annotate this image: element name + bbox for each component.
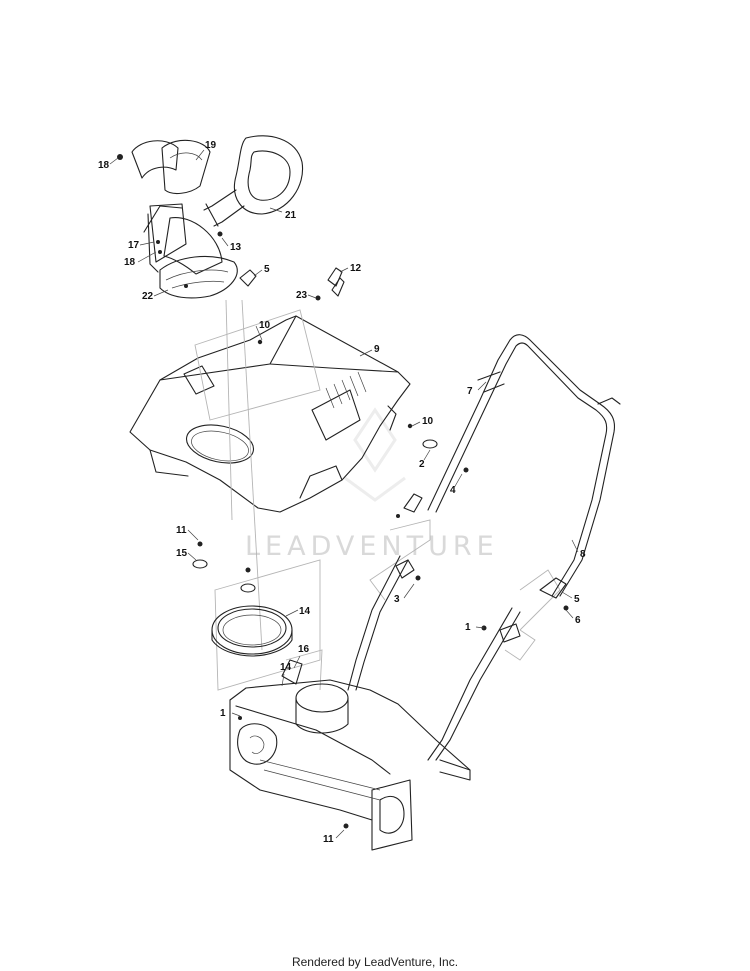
callout-18b: 18 <box>124 257 136 268</box>
callout-7: 7 <box>467 386 473 397</box>
callout-3: 3 <box>394 594 400 605</box>
watermark-logo <box>344 407 406 502</box>
chute-clip <box>315 267 345 301</box>
upper-handle <box>427 334 621 597</box>
callout-18a: 17 <box>128 240 140 251</box>
callout-17: 15 <box>176 548 188 559</box>
chute-ring <box>211 605 293 657</box>
chute-bolts <box>117 154 257 288</box>
callout-21: 21 <box>285 210 297 221</box>
callout-14-text: 14 <box>280 662 292 673</box>
callout-8: 8 <box>580 549 586 560</box>
callout-6: 6 <box>575 615 581 626</box>
auger-housing <box>229 659 471 851</box>
callout-5b: 5 <box>574 594 580 605</box>
callout-11a: 11 <box>176 525 187 536</box>
footer-credit: Rendered by LeadVenture, Inc. <box>291 955 459 969</box>
callout-2: 2 <box>419 459 425 470</box>
callout-1b: 1 <box>220 708 226 719</box>
callout-10b: 10 <box>422 416 434 427</box>
callout-20: 19 <box>205 140 217 151</box>
callout-23: 23 <box>296 290 308 301</box>
washers <box>192 541 256 593</box>
callout-19: 18 <box>98 160 110 171</box>
leader-lines <box>194 299 561 691</box>
callout-9: 9 <box>374 344 380 355</box>
callout-leaders <box>109 149 579 839</box>
callout-5a: 5 <box>264 264 270 275</box>
callout-labels: 19 18 21 13 17 18 5 22 12 23 10 9 7 10 2… <box>98 140 586 845</box>
callout-22: 22 <box>142 291 154 302</box>
chute-handle <box>203 135 304 227</box>
lower-handle <box>347 555 521 761</box>
shroud <box>129 315 413 513</box>
callout-13: 13 <box>230 242 242 253</box>
callout-4: 4 <box>450 485 456 496</box>
callout-16: 16 <box>298 644 310 655</box>
callout-12: 12 <box>350 263 362 274</box>
chute-deflector <box>131 139 211 195</box>
callout-10a: 10 <box>259 320 271 331</box>
watermark-text: LEADVENTURE <box>245 531 499 562</box>
callout-1a: 1 <box>465 622 471 633</box>
chute-body <box>143 203 238 299</box>
callout-11b: 11 <box>323 834 334 845</box>
callout-15: 14 <box>299 606 311 617</box>
